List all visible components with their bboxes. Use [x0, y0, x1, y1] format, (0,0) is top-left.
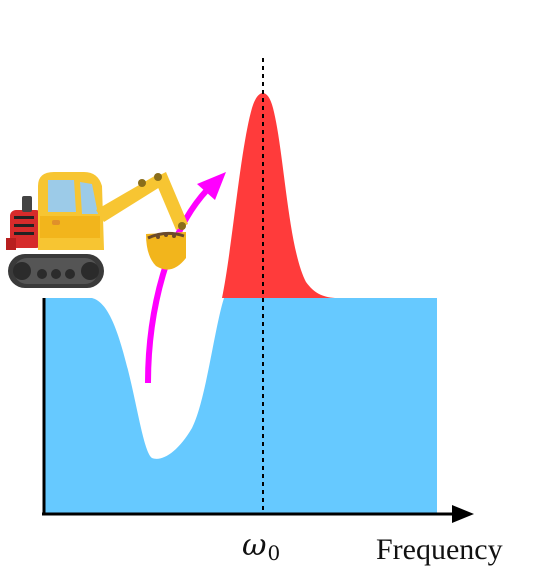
x-axis-arrowhead: [452, 505, 474, 523]
omega-symbol: ω: [242, 528, 267, 563]
omega0-label: ω0: [242, 528, 280, 565]
curved-arrow-head: [197, 172, 226, 200]
resonance-peak: [222, 93, 335, 298]
omega-subscript: 0: [267, 541, 281, 565]
spectrum-region: [44, 298, 437, 513]
x-axis-label: Frequency: [376, 533, 503, 566]
curved-arrow-icon: [145, 187, 210, 384]
excavator-icon: [6, 172, 188, 288]
